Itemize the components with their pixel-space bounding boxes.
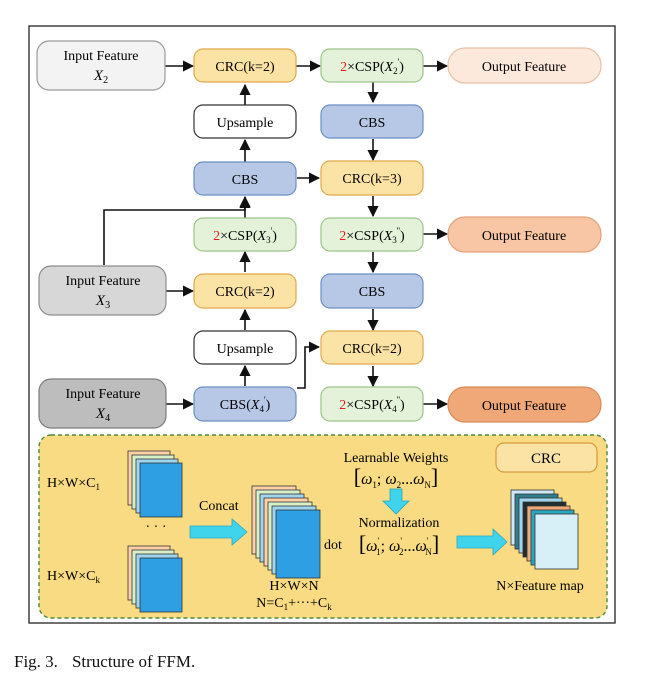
crc-badge: CRC bbox=[495, 442, 598, 473]
svg-text:2×CSP(X3''): 2×CSP(X3'') bbox=[339, 226, 405, 245]
svg-text:Upsample: Upsample bbox=[217, 342, 274, 357]
svg-text:CBS: CBS bbox=[359, 116, 385, 131]
crc-k2-top-block: CRC(k=2) bbox=[193, 48, 297, 83]
output-feature-3: Output Feature bbox=[447, 386, 602, 423]
output-feature-1: Output Feature bbox=[447, 47, 602, 84]
csp-x2-block: 2×CSP(X2') bbox=[320, 48, 424, 83]
output-feature-map-label: N×Feature map bbox=[496, 579, 584, 594]
connectors bbox=[103, 60, 449, 410]
cbs-x4-block: CBS(X4') bbox=[193, 386, 297, 422]
normalize-arrow bbox=[382, 488, 410, 515]
output-feature-stack bbox=[510, 489, 579, 570]
svg-text:Upsample: Upsample bbox=[217, 116, 274, 131]
svg-text:CRC(k=2): CRC(k=2) bbox=[342, 342, 402, 357]
output-feature-2: Output Feature bbox=[447, 216, 602, 253]
svg-text:2×CSP(X2'): 2×CSP(X2') bbox=[340, 57, 404, 76]
crc-k2-right-block: CRC(k=2) bbox=[320, 330, 424, 365]
csp-x3-left-block: 2×CSP(X3') bbox=[193, 217, 297, 252]
input-x2-var: X2 bbox=[93, 68, 108, 86]
svg-text:2×CSP(X4''): 2×CSP(X4'') bbox=[339, 395, 405, 414]
input-feature-x2: Input Feature X2 bbox=[36, 40, 166, 91]
figure-caption: Fig. 3. Structure of FFM. bbox=[14, 652, 209, 672]
upsample-block-2: Upsample bbox=[193, 330, 297, 365]
upsample-block-1: Upsample bbox=[193, 104, 297, 139]
svg-text:CRC: CRC bbox=[531, 451, 561, 467]
svg-text:CBS(X4'): CBS(X4') bbox=[220, 395, 271, 414]
svg-text:2×CSP(X3'): 2×CSP(X3') bbox=[213, 226, 277, 245]
arrow-x3-skip bbox=[103, 209, 245, 265]
input-feature-x4: Input Feature X4 bbox=[38, 378, 167, 429]
normalization-label: Normalization bbox=[359, 516, 440, 531]
input-x3-label: Input Feature bbox=[65, 274, 140, 289]
input-feature-x3: Input Feature X3 bbox=[38, 265, 167, 316]
weights-vector: [ω1; ω2...ωN] bbox=[354, 464, 439, 490]
svg-text:Output Feature: Output Feature bbox=[482, 399, 566, 414]
feature-stack-1 bbox=[127, 450, 183, 518]
ellipsis: · · · bbox=[146, 520, 167, 535]
cbs-right-block-2: CBS bbox=[320, 273, 424, 309]
arrow-cbs-x4-to-crc-right bbox=[297, 341, 321, 389]
svg-text:CRC(k=2): CRC(k=2) bbox=[215, 60, 275, 75]
input-x2-label: Input Feature bbox=[63, 49, 138, 64]
csp-x4-block: 2×CSP(X4'') bbox=[320, 386, 424, 422]
learnable-weights-label: Learnable Weights bbox=[344, 451, 449, 466]
svg-text:CBS: CBS bbox=[232, 173, 258, 188]
cbs-left-block: CBS bbox=[193, 161, 297, 196]
feature-stack-k bbox=[127, 545, 183, 613]
caption-title: Structure of FFM. bbox=[71, 652, 196, 671]
concat-dim: H×W×N bbox=[269, 579, 318, 594]
concat-label: Concat bbox=[199, 499, 239, 514]
svg-text:CRC(k=3): CRC(k=3) bbox=[342, 172, 402, 187]
concat-stack bbox=[251, 485, 321, 579]
input-x4-label: Input Feature bbox=[65, 387, 140, 402]
svg-text:Output Feature: Output Feature bbox=[482, 60, 566, 75]
cbs-right-block-1: CBS bbox=[320, 104, 424, 139]
input-x3-var: X3 bbox=[95, 293, 110, 311]
crc-k2-mid-block: CRC(k=2) bbox=[193, 273, 297, 309]
concat-arrow bbox=[189, 518, 248, 546]
svg-text:CBS: CBS bbox=[359, 285, 385, 300]
caption-label: Fig. 3. bbox=[14, 652, 58, 671]
crc-k3-block: CRC(k=3) bbox=[320, 160, 424, 196]
svg-text:CRC(k=2): CRC(k=2) bbox=[215, 285, 275, 300]
svg-text:Output Feature: Output Feature bbox=[482, 229, 566, 244]
concat-equation: N=C1+···+Ck bbox=[256, 596, 332, 612]
input-dim-k: H×W×Ck bbox=[47, 569, 100, 585]
csp-x3-right-block: 2×CSP(X3'') bbox=[320, 217, 424, 252]
input-x4-var: X4 bbox=[95, 406, 110, 424]
crc-detail-panel: CRC H×W×C1 H×W×Ck · · · Concat bbox=[38, 434, 608, 619]
output-arrow bbox=[456, 528, 508, 556]
input-dim-1: H×W×C1 bbox=[47, 476, 100, 492]
dot-label: dot bbox=[324, 538, 342, 553]
normalized-weights-vector: [ω'1; ω'2...ω'N] bbox=[359, 531, 439, 557]
